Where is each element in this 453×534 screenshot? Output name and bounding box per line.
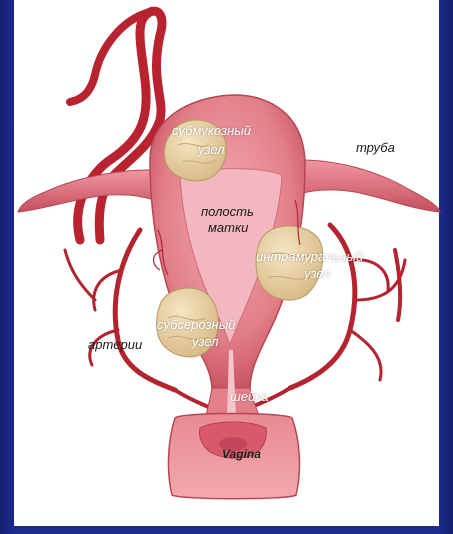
- label-vagina: Vagina: [222, 447, 261, 461]
- label-intramural-2: узел: [304, 267, 331, 281]
- label-cavity-1: полость: [201, 205, 254, 219]
- label-submucous-2: узел: [198, 143, 225, 157]
- right-fallopian-tube: [298, 160, 440, 212]
- label-submucous-1: субмукозный: [172, 124, 251, 138]
- label-cavity-2: матки: [208, 221, 248, 235]
- label-arteries: артерии: [88, 338, 142, 352]
- label-subserous-1: субсерозный: [157, 318, 236, 332]
- label-intramural-1: интрамуральный: [256, 250, 363, 264]
- label-cervix: шейка: [230, 390, 269, 404]
- label-subserous-2: узел: [192, 335, 219, 349]
- ascending-artery: [78, 11, 162, 240]
- label-tube: труба: [356, 141, 395, 155]
- left-fallopian-tube: [18, 170, 155, 212]
